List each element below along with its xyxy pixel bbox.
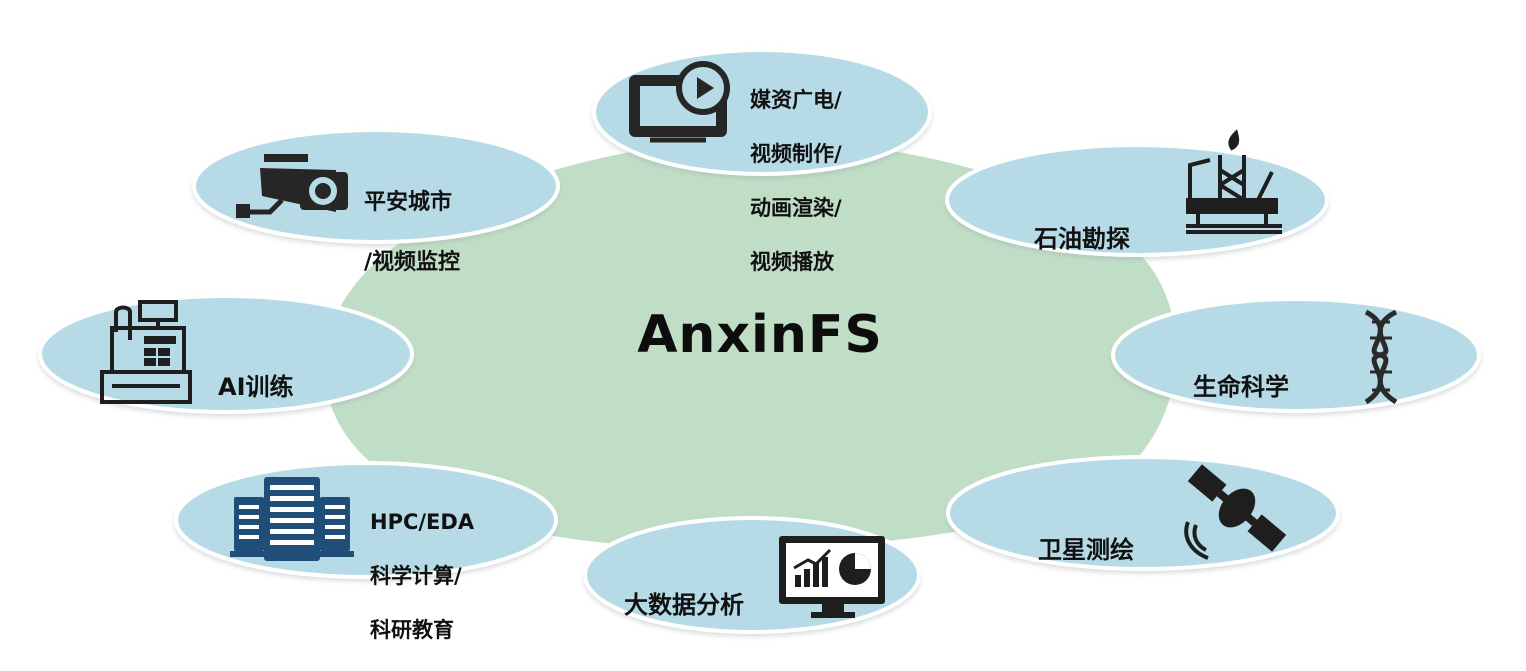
node-label-oil: 石油勘探 bbox=[1034, 225, 1130, 253]
analytics-monitor-icon bbox=[779, 536, 885, 618]
node-label-satellite: 卫星测绘 bbox=[1038, 536, 1134, 564]
satellite-icon bbox=[1184, 464, 1287, 560]
node-label-city: 平安城市 /视频监控 bbox=[364, 190, 461, 275]
node-bubble-ai bbox=[38, 294, 414, 414]
node-bubble-satellite bbox=[946, 455, 1340, 571]
center-blob bbox=[324, 140, 1177, 549]
node-bubble-hpc bbox=[174, 461, 558, 579]
tv-play-icon bbox=[629, 61, 730, 143]
node-bubble-life bbox=[1111, 297, 1481, 413]
cash-register-icon bbox=[100, 300, 192, 404]
security-camera-icon bbox=[236, 154, 348, 218]
node-label-life: 生命科学 bbox=[1193, 373, 1289, 401]
server-rack-icon bbox=[230, 477, 354, 561]
node-label-media: 媒资广电/ 视频制作/ 动画渲染/ 视频播放 bbox=[750, 88, 842, 274]
oil-rig-icon bbox=[1186, 129, 1282, 234]
center-title: AnxinFS bbox=[637, 305, 883, 365]
node-label-bigdata: 大数据分析 bbox=[624, 591, 744, 619]
dna-icon bbox=[1364, 309, 1398, 405]
node-label-ai: AI训练 bbox=[218, 373, 294, 401]
node-label-hpc: HPC/EDA 科学计算/ 科研教育 bbox=[370, 510, 475, 642]
